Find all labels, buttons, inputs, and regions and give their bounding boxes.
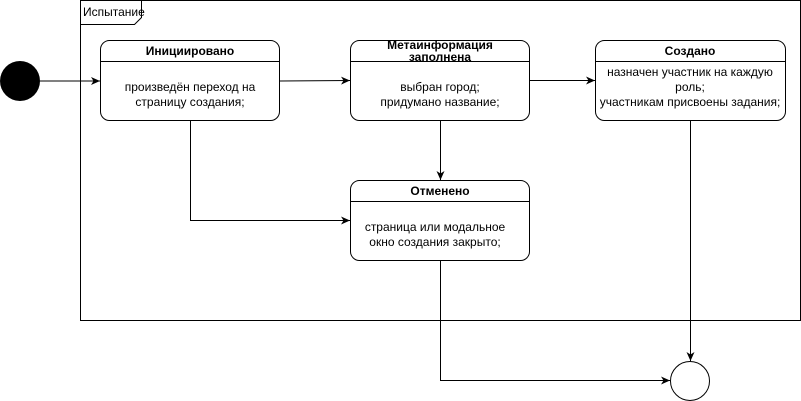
state-meta-body-line-1: выбран город; (400, 80, 479, 94)
state-created-title: Создано (665, 44, 716, 58)
state-initiated-body-line-1: произведён переход на (125, 80, 256, 94)
state-meta-box (350, 40, 530, 121)
state-created-body-line-1: назначен участник на каждую (607, 65, 773, 79)
state-meta: Метаинформация заполнена выбран город; п… (350, 38, 530, 121)
state-cancelled-body-line-2: окно создания закрыто; (369, 235, 500, 249)
final-state (670, 361, 710, 401)
transition-initiated-to-cancelled (190, 121, 350, 225)
transition-initiated-to-meta (279, 76, 351, 85)
transition-cancelled-to-final (440, 261, 670, 385)
state-created-body-line-2: роль; (675, 80, 705, 94)
state-created-box (595, 40, 786, 121)
initial-state (0, 61, 40, 101)
state-created: Создано назначен участник на каждую роль… (595, 40, 786, 121)
state-initiated-box (100, 40, 280, 121)
state-meta-title-line-1: Метаинформация (387, 38, 493, 52)
state-cancelled-box (350, 180, 530, 261)
state-created-body-line-3: участникам присвоены задания; (600, 95, 781, 109)
state-meta-title-line-2: заполнена (409, 50, 472, 64)
state-initiated-body-line-2: страницу создания; (135, 95, 244, 109)
frame-label-tab (80, 0, 142, 25)
state-cancelled-title: Отменено (410, 184, 469, 198)
state-meta-body-line-2: придумано название; (380, 95, 499, 109)
state-cancelled: Отменено страница или модальное окно соз… (350, 180, 530, 261)
state-initiated: Инициировано произведён переход на стран… (100, 40, 280, 121)
frame-label: Испытание (83, 5, 145, 19)
state-initiated-title: Инициировано (146, 44, 235, 58)
state-cancelled-body-line-1: страница или модальное (365, 220, 506, 234)
